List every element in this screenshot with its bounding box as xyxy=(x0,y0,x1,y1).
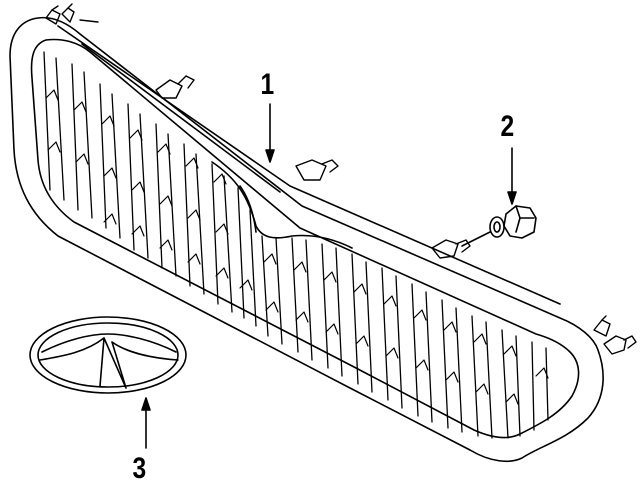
mounting-studs xyxy=(45,3,637,355)
callout-1-label: 1 xyxy=(260,68,275,101)
grille-frame xyxy=(9,16,604,463)
clip-nut-part xyxy=(461,205,537,247)
callout-2-label: 2 xyxy=(500,110,515,143)
callout-3-label: 3 xyxy=(132,452,147,485)
emblem-part xyxy=(29,316,187,394)
grille-bars-left xyxy=(43,51,257,327)
callout-leaders xyxy=(141,103,517,449)
grille-bars-right xyxy=(261,235,549,439)
grille-louvers xyxy=(45,89,549,405)
